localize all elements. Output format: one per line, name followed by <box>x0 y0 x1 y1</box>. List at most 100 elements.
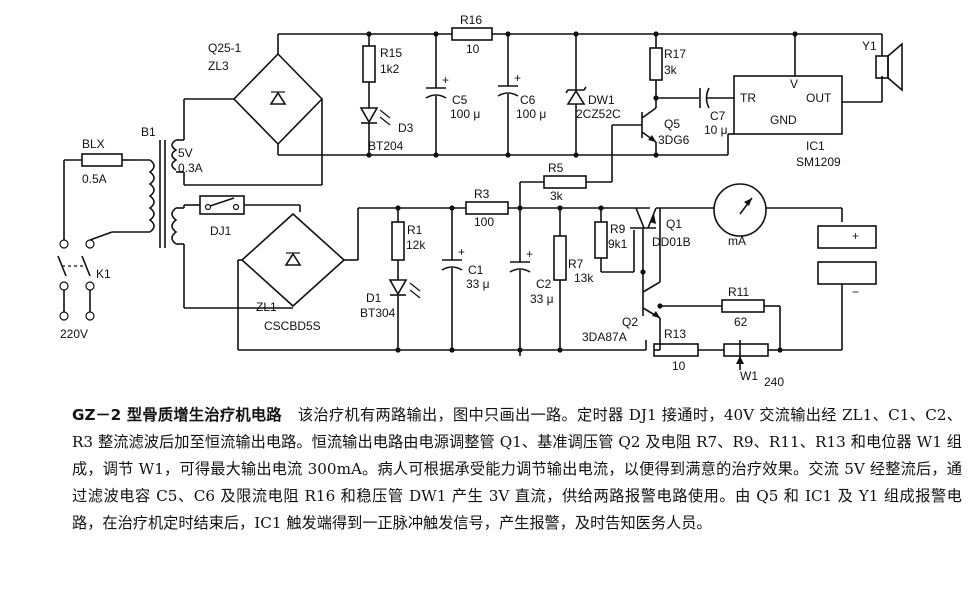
b1-transformer <box>148 139 178 248</box>
label-ic1-out: OUT <box>806 91 832 105</box>
label-c1-val: 33 μ <box>466 277 490 291</box>
label-k1: K1 <box>96 267 111 281</box>
label-r11: R11 <box>728 285 749 299</box>
r11-resistor <box>721 299 765 313</box>
svg-text:+: + <box>458 245 465 259</box>
label-r15: R15 <box>380 46 402 60</box>
ic1-chip <box>733 75 843 135</box>
svg-text:+: + <box>514 71 521 85</box>
label-r3: R3 <box>474 187 490 201</box>
label-dw1: DW1 <box>588 93 615 107</box>
component-labels: Q25-1 ZL3 B1 BLX 0.5A 5V 0.3A K1 220V DJ… <box>60 13 877 389</box>
c2-capacitor: + <box>509 208 533 356</box>
label-r16: R16 <box>460 13 482 27</box>
dj1-timer-switch <box>199 195 245 215</box>
label-q2: Q2 <box>622 315 638 329</box>
label-c6: C6 <box>520 93 536 107</box>
label-meter: mA <box>728 234 746 248</box>
label-ic1-tr: TR <box>740 91 756 105</box>
label-zl1-type: CSCBD5S <box>264 319 321 333</box>
label-r13: R13 <box>664 327 686 341</box>
label-q5-type: 3DG6 <box>658 133 690 147</box>
label-c2-val: 33 μ <box>530 292 554 306</box>
label-zl3: Q25-1 <box>208 41 242 55</box>
label-ic1-type: SM1209 <box>796 155 841 169</box>
q2-transistor <box>642 281 661 319</box>
q5-transistor <box>641 107 657 155</box>
label-c2: C2 <box>536 277 552 291</box>
d1-led <box>388 279 421 299</box>
label-r11-val: 62 <box>734 315 748 329</box>
label-r5-val: 3k <box>550 189 564 203</box>
label-r15-val: 1k2 <box>380 62 400 76</box>
label-transformer-v: 5V <box>178 146 193 160</box>
label-c7-val: 10 μ <box>704 123 728 137</box>
r7-resistor <box>553 235 567 281</box>
label-blx: BLX <box>82 137 105 151</box>
label-ic1: IC1 <box>806 139 825 153</box>
label-b1: B1 <box>141 125 156 139</box>
label-r16-val: 10 <box>466 42 480 56</box>
r5-resistor <box>543 175 587 189</box>
label-w1-val: 240 <box>764 375 784 389</box>
label-r7-val: 13k <box>574 271 594 285</box>
label-ic1-v: V <box>790 77 798 91</box>
figure-caption: GZ－2 型骨质增生治疗机电路该治疗机有两路输出，图中只画出一路。定时器 DJ1… <box>72 402 962 537</box>
svg-text:−: − <box>852 285 859 299</box>
svg-text:+: + <box>442 73 449 87</box>
ma-meter <box>713 183 767 237</box>
c1-capacitor: + <box>441 208 465 350</box>
r16-resistor <box>451 27 493 41</box>
label-d1-type: BT304 <box>360 306 396 320</box>
q1-transistor <box>630 207 657 284</box>
label-ic1-gnd: GND <box>770 113 797 127</box>
circuit-schematic: + + <box>57 13 903 389</box>
label-mains: 220V <box>60 327 88 341</box>
r9-resistor <box>594 221 608 259</box>
y1-speaker <box>875 42 903 92</box>
c7-capacitor <box>699 87 710 109</box>
label-r1: R1 <box>407 223 423 237</box>
label-zl1: ZL1 <box>256 300 277 314</box>
label-zl3-name: ZL3 <box>208 59 229 73</box>
zl3-bridge-rectifier <box>232 34 324 155</box>
mains-terminal-2 <box>85 311 95 321</box>
c5-capacitor: + <box>425 34 449 155</box>
label-r5: R5 <box>548 161 564 175</box>
label-q2-type: 3DA87A <box>582 330 627 344</box>
label-r7: R7 <box>568 257 584 271</box>
label-r9: R9 <box>610 222 626 236</box>
label-c1: C1 <box>468 263 484 277</box>
label-dw1-type: 2CZ52C <box>576 107 621 121</box>
mains-terminal-1 <box>59 311 69 321</box>
r1-resistor <box>391 221 405 261</box>
caption-title: GZ－2 型骨质增生治疗机电路 <box>72 406 282 424</box>
svg-text:+: + <box>526 247 533 261</box>
label-dj1: DJ1 <box>210 224 232 238</box>
label-c5: C5 <box>452 93 468 107</box>
label-r3-val: 100 <box>474 215 494 229</box>
label-d3: D3 <box>398 121 414 135</box>
r3-resistor <box>465 201 509 215</box>
label-transformer-a: 0.3A <box>178 161 203 175</box>
blx-fuse <box>81 153 123 167</box>
caption-body: 该治疗机有两路输出，图中只画出一路。定时器 DJ1 接通时，40V 交流输出经 … <box>72 406 962 532</box>
label-d3-type: BT204 <box>368 139 404 153</box>
r15-resistor <box>362 45 376 83</box>
label-r17: R17 <box>664 47 686 61</box>
r17-resistor <box>649 47 663 81</box>
k1-switch <box>57 239 95 291</box>
d3-led <box>359 107 391 126</box>
label-q5: Q5 <box>664 117 680 131</box>
label-r1-val: 12k <box>406 238 426 252</box>
label-q1: Q1 <box>666 217 682 231</box>
svg-text:+: + <box>852 229 859 243</box>
label-blx-rating: 0.5A <box>82 172 107 186</box>
label-d1: D1 <box>366 291 382 305</box>
label-c7: C7 <box>710 109 726 123</box>
output-electrodes: + − <box>817 225 877 299</box>
dw1-zener-diode <box>565 34 587 155</box>
w1-potentiometer <box>723 340 769 370</box>
c6-capacitor: + <box>497 34 521 155</box>
label-c6-val: 100 μ <box>516 107 546 121</box>
